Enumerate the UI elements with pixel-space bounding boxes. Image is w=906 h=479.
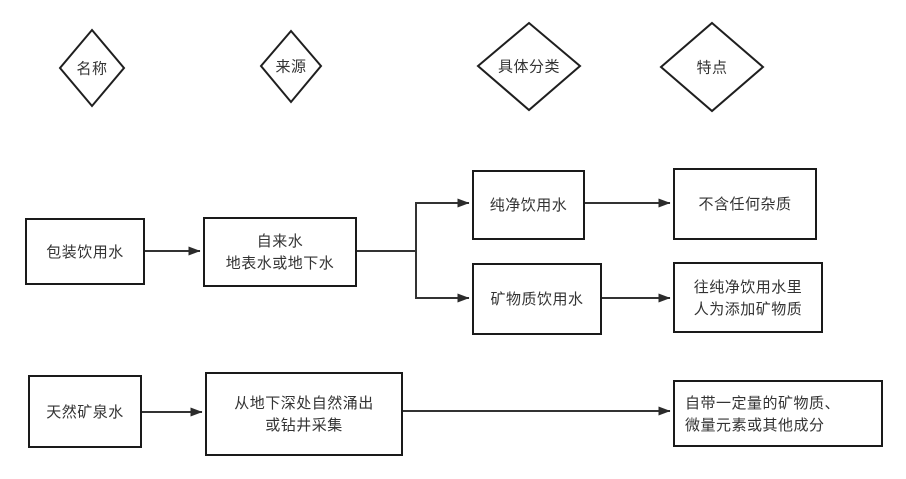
diamond-feature-header — [659, 21, 765, 113]
header-label-name: 名称 — [76, 59, 108, 78]
diamond-source-header — [259, 29, 323, 104]
node-natural-mineral-water: 天然矿泉水 — [28, 375, 142, 448]
node-added-minerals-feature: 往纯净饮用水里 人为添加矿物质 — [673, 262, 823, 333]
node-tapwater-source: 自来水 地表水或地下水 — [203, 217, 357, 287]
node-pure-drinking-water: 纯净饮用水 — [472, 170, 585, 240]
node-packaged-water: 包装饮用水 — [25, 218, 145, 285]
diamond-classification-header — [476, 21, 582, 112]
node-contains-minerals-feature: 自带一定量的矿物质、 微量元素或其他成分 — [673, 380, 883, 447]
header-label-feature: 特点 — [696, 58, 728, 77]
node-no-impurities-feature: 不含任何杂质 — [673, 168, 817, 240]
diamond-name-header — [58, 28, 126, 108]
node-mineralized-drinking-water: 矿物质饮用水 — [472, 263, 602, 335]
header-label-classification: 具体分类 — [497, 57, 561, 76]
header-label-source: 来源 — [275, 57, 307, 76]
node-underground-source: 从地下深处自然涌出 或钻井采集 — [205, 372, 403, 456]
